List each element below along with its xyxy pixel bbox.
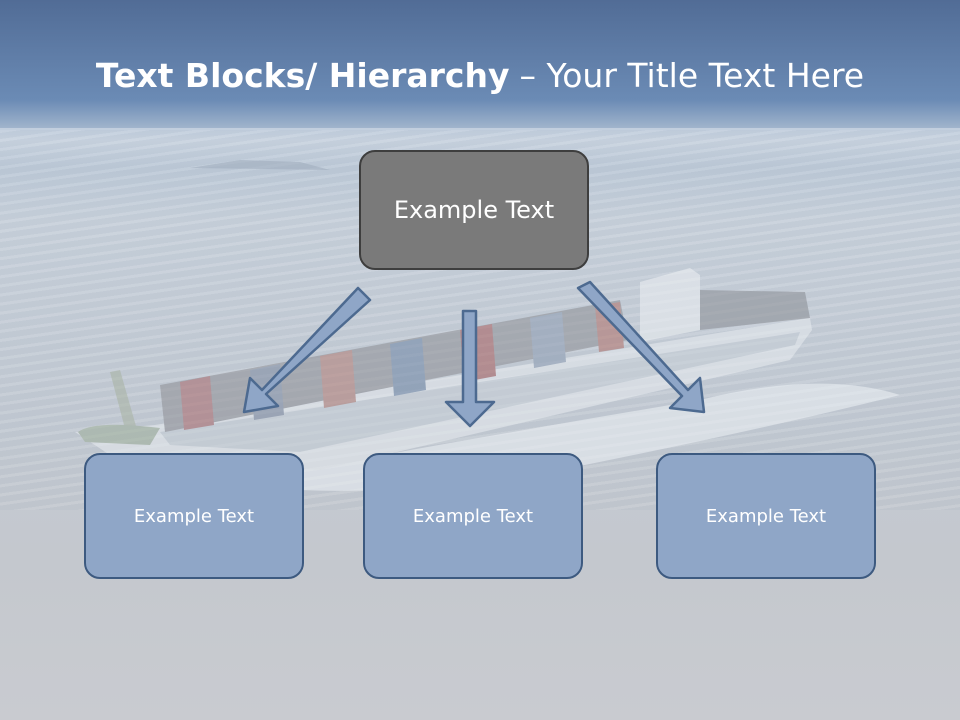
child-node-left[interactable]: Example Text <box>84 453 304 579</box>
child-node-middle-label: Example Text <box>412 505 534 527</box>
arrow-to-right-node <box>576 280 706 414</box>
child-node-middle[interactable]: Example Text <box>363 453 583 579</box>
top-level-node[interactable]: Example Text <box>359 150 589 270</box>
child-node-right-label: Example Text <box>705 505 827 527</box>
slide-title: Text Blocks/ Hierarchy – Your Title Text… <box>0 40 960 110</box>
title-bold-part: Text Blocks/ Hierarchy <box>95 55 510 95</box>
arrow-to-left-node <box>242 286 372 414</box>
child-node-left-label: Example Text <box>133 505 255 527</box>
title-normal-part: – Your Title Text Here <box>519 55 865 95</box>
top-level-node-label: Example Text <box>393 196 555 224</box>
arrow-to-middle-node <box>444 309 496 428</box>
child-node-right[interactable]: Example Text <box>656 453 876 579</box>
